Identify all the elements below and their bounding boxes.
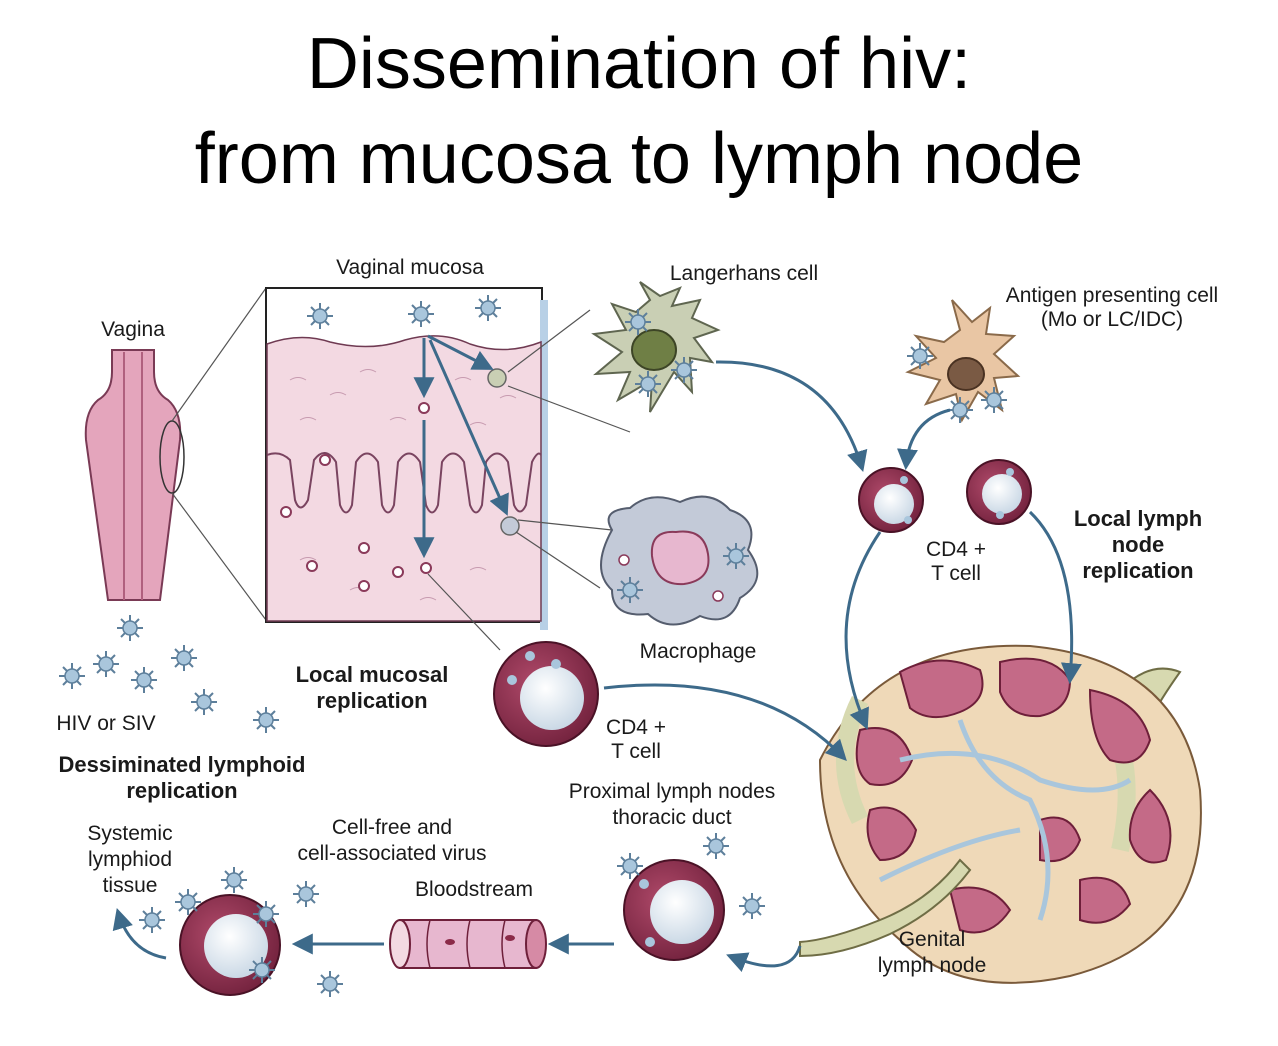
label-local-mucosal-line2: replication xyxy=(316,688,427,713)
label-genital-line2: lymph node xyxy=(878,954,987,977)
label-cellfree-line2: cell-associated virus xyxy=(297,842,486,865)
label-local-mucosal-line1: Local mucosal xyxy=(296,662,449,687)
genital-lymph-node xyxy=(799,644,1202,984)
label-vagina: Vagina xyxy=(101,318,165,341)
title-line-1: Dissemination of hiv: xyxy=(306,24,972,104)
label-langerhans-cell: Langerhans cell xyxy=(670,262,818,285)
mucosal-cd4-t-cell xyxy=(493,641,599,747)
bloodstream-vessel xyxy=(389,919,547,969)
label-dessiminated-line1: Dessiminated lymphoid xyxy=(59,752,306,777)
flow-arrows xyxy=(112,360,1082,972)
label-genital-line1: Genital xyxy=(899,928,966,951)
label-proximal-line2: thoracic duct xyxy=(612,806,731,829)
vaginal-mucosa-panel xyxy=(265,287,548,630)
label-hiv-siv: HIV or SIV xyxy=(56,712,155,735)
label-systemic-line2: lymphiod xyxy=(88,848,172,871)
label-apc-line1: Antigen presenting cell xyxy=(1006,284,1218,307)
vagina-illustration xyxy=(84,349,185,601)
label-vaginal-mucosa: Vaginal mucosa xyxy=(336,256,484,279)
label-dessiminated-line2: replication xyxy=(126,778,237,803)
label-cellfree-line1: Cell-free and xyxy=(332,816,452,839)
label-systemic-line1: Systemic xyxy=(87,822,172,845)
label-cd4-top-line1: CD4 + xyxy=(926,538,986,561)
label-cd4-mucosal-line2: T cell xyxy=(611,740,661,763)
label-local-lymph-line3: replication xyxy=(1082,558,1193,583)
label-macrophage: Macrophage xyxy=(640,640,757,663)
mucosa-arrows xyxy=(413,334,509,559)
systemic-cd4-t-cell xyxy=(138,866,344,998)
label-systemic-line3: tissue xyxy=(103,874,158,897)
cd4-t-cell-pair xyxy=(858,459,1032,533)
antigen-presenting-cell xyxy=(905,299,1021,424)
label-proximal-line1: Proximal lymph nodes xyxy=(569,780,776,803)
zoom-lines xyxy=(171,287,267,621)
langerhans-cell xyxy=(591,281,721,413)
label-local-lymph-line1: Local lymph xyxy=(1074,506,1202,531)
proximal-cd4-t-cell xyxy=(616,832,766,961)
label-bloodstream: Bloodstream xyxy=(415,878,533,901)
callout-lines xyxy=(427,309,631,651)
label-cd4-mucosal-line1: CD4 + xyxy=(606,716,666,739)
title-line-2: from mucosa to lymph node xyxy=(194,119,1084,199)
macrophage xyxy=(600,495,759,626)
label-cd4-top-line2: T cell xyxy=(931,562,981,585)
label-local-lymph-line2: node xyxy=(1112,532,1165,557)
label-apc-line2: (Mo or LC/IDC) xyxy=(1041,308,1183,331)
